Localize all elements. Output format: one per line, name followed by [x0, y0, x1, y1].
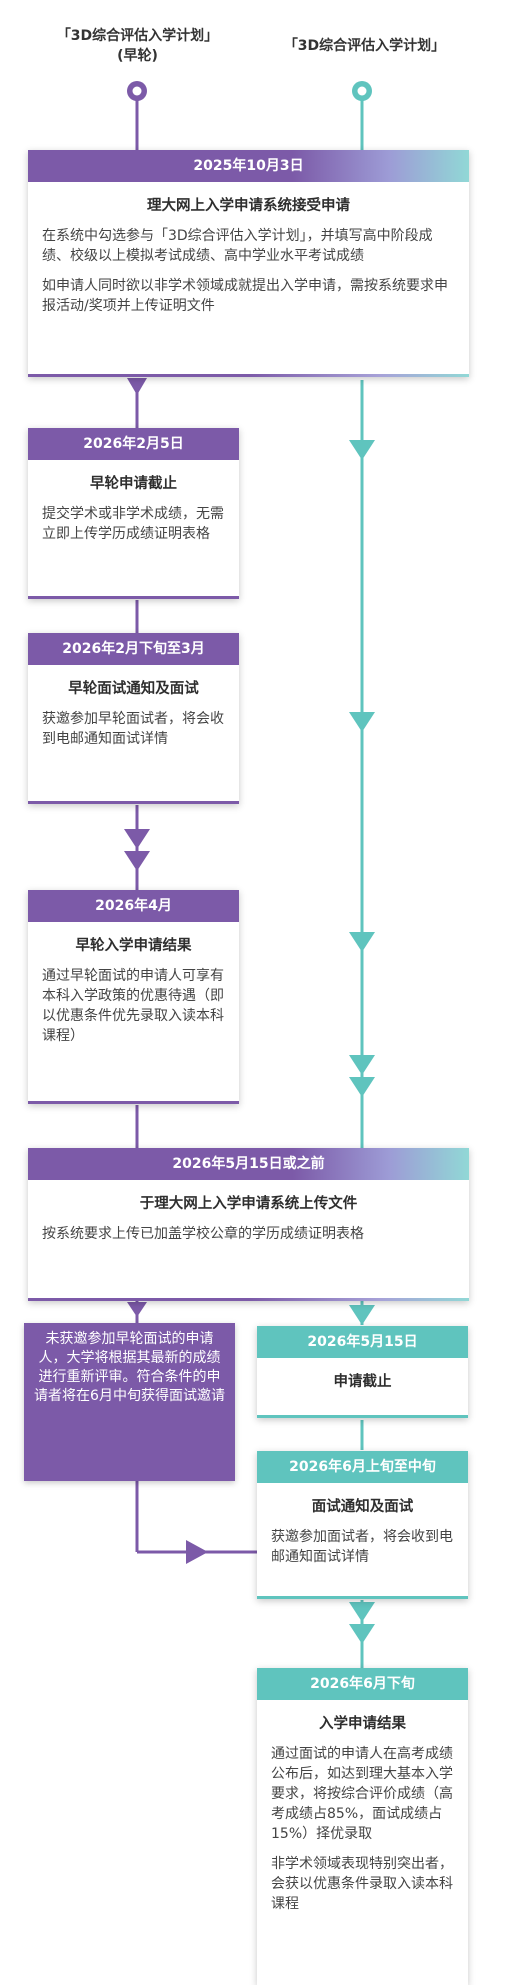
step-early-result: 2026年4月 早轮入学申请结果 通过早轮面试的申请人可享有本科入学政策的优惠待… — [28, 890, 239, 1104]
step-title: 于理大网上入学申请系统上传文件 — [139, 1196, 358, 1212]
step-application-result: 2026年6月下旬 入学申请结果 通过面试的申请人在高考成绩公布后，如达到理大基… — [257, 1668, 468, 1985]
step-body-paragraph: 获邀参加面试者，将会收到电邮通知面试详情 — [271, 1529, 453, 1565]
step-date: 2026年5月15日 — [257, 1326, 468, 1358]
step-title: 理大网上入学申请系统接受申请 — [147, 198, 350, 214]
step-body-paragraph: 获邀参加早轮面试者，将会收到电邮通知面试详情 — [42, 711, 224, 747]
step-date: 2025年10月3日 — [28, 150, 469, 182]
step-upload-documents: 2026年5月15日或之前 于理大网上入学申请系统上传文件 按系统要求上传已加盖… — [28, 1148, 469, 1301]
step-body: 通过面试的申请人在高考成绩公布后，如达到理大基本入学要求，将按综合评价成绩（高考… — [271, 1744, 454, 1914]
reassessment-note: 未获邀参加早轮面试的申请人，大学将根据其最新的成绩进行重新评审。符合条件的申请者… — [24, 1323, 235, 1481]
step-interview: 2026年6月上旬至中旬 面试通知及面试 获邀参加面试者，将会收到电邮通知面试详… — [257, 1451, 468, 1599]
step-early-deadline: 2026年2月5日 早轮申请截止 提交学术或非学术成绩，无需立即上传学历成绩证明… — [28, 428, 239, 599]
step-application-open: 2025年10月3日 理大网上入学申请系统接受申请 在系统中勾选参与「3D综合评… — [28, 150, 469, 377]
step-body-paragraph: 在系统中勾选参与「3D综合评估入学计划」，并填写高中阶段成绩、校级以上模拟考试成… — [42, 228, 433, 264]
step-date: 2026年2月5日 — [28, 428, 239, 460]
step-title: 入学申请结果 — [319, 1716, 406, 1732]
step-title: 申请截止 — [333, 1374, 392, 1390]
step-title: 早轮入学申请结果 — [75, 938, 192, 954]
step-date: 2026年6月下旬 — [257, 1668, 468, 1700]
step-body-paragraph: 非学术领域表现特别突出者，会获以优惠条件录取入读本科课程 — [271, 1856, 453, 1912]
left-column-header: 「3D综合评估入学计划」 (早轮) — [56, 28, 219, 64]
step-date: 2026年4月 — [28, 890, 239, 922]
step-body: 获邀参加面试者，将会收到电邮通知面试详情 — [271, 1527, 454, 1567]
step-title: 面试通知及面试 — [311, 1499, 414, 1515]
step-date: 2026年2月下旬至3月 — [28, 633, 239, 665]
step-body: 按系统要求上传已加盖学校公章的学历成绩证明表格 — [42, 1224, 455, 1244]
start-node-right — [352, 81, 372, 101]
start-node-left — [127, 81, 147, 101]
step-body-paragraph: 通过早轮面试的申请人可享有本科入学政策的优惠待遇（即以优惠条件优先录取入读本科课… — [42, 968, 224, 1044]
right-column-header: 「3D综合评估入学计划」 — [283, 38, 446, 54]
step-body: 在系统中勾选参与「3D综合评估入学计划」，并填写高中阶段成绩、校级以上模拟考试成… — [42, 226, 455, 316]
step-date: 2026年6月上旬至中旬 — [257, 1451, 468, 1483]
step-body: 获邀参加早轮面试者，将会收到电邮通知面试详情 — [42, 709, 225, 749]
step-application-deadline: 2026年5月15日 申请截止 — [257, 1326, 468, 1418]
step-title: 早轮面试通知及面试 — [68, 681, 199, 697]
step-body-paragraph: 通过面试的申请人在高考成绩公布后，如达到理大基本入学要求，将按综合评价成绩（高考… — [271, 1746, 453, 1842]
step-body-paragraph: 按系统要求上传已加盖学校公章的学历成绩证明表格 — [42, 1226, 364, 1242]
step-body-paragraph: 如申请人同时欲以非学术领域成就提出入学申请，需按系统要求申报活动/奖项并上传证明… — [42, 278, 448, 314]
step-title: 早轮申请截止 — [90, 476, 177, 492]
step-body-paragraph: 提交学术或非学术成绩，无需立即上传学历成绩证明表格 — [42, 506, 224, 542]
step-body: 通过早轮面试的申请人可享有本科入学政策的优惠待遇（即以优惠条件优先录取入读本科课… — [42, 966, 225, 1046]
arrows-teal — [349, 440, 375, 1644]
step-date: 2026年5月15日或之前 — [28, 1148, 469, 1180]
step-early-interview: 2026年2月下旬至3月 早轮面试通知及面试 获邀参加早轮面试者，将会收到电邮通… — [28, 633, 239, 804]
arrows-purple — [124, 378, 208, 1564]
step-body: 提交学术或非学术成绩，无需立即上传学历成绩证明表格 — [42, 504, 225, 544]
